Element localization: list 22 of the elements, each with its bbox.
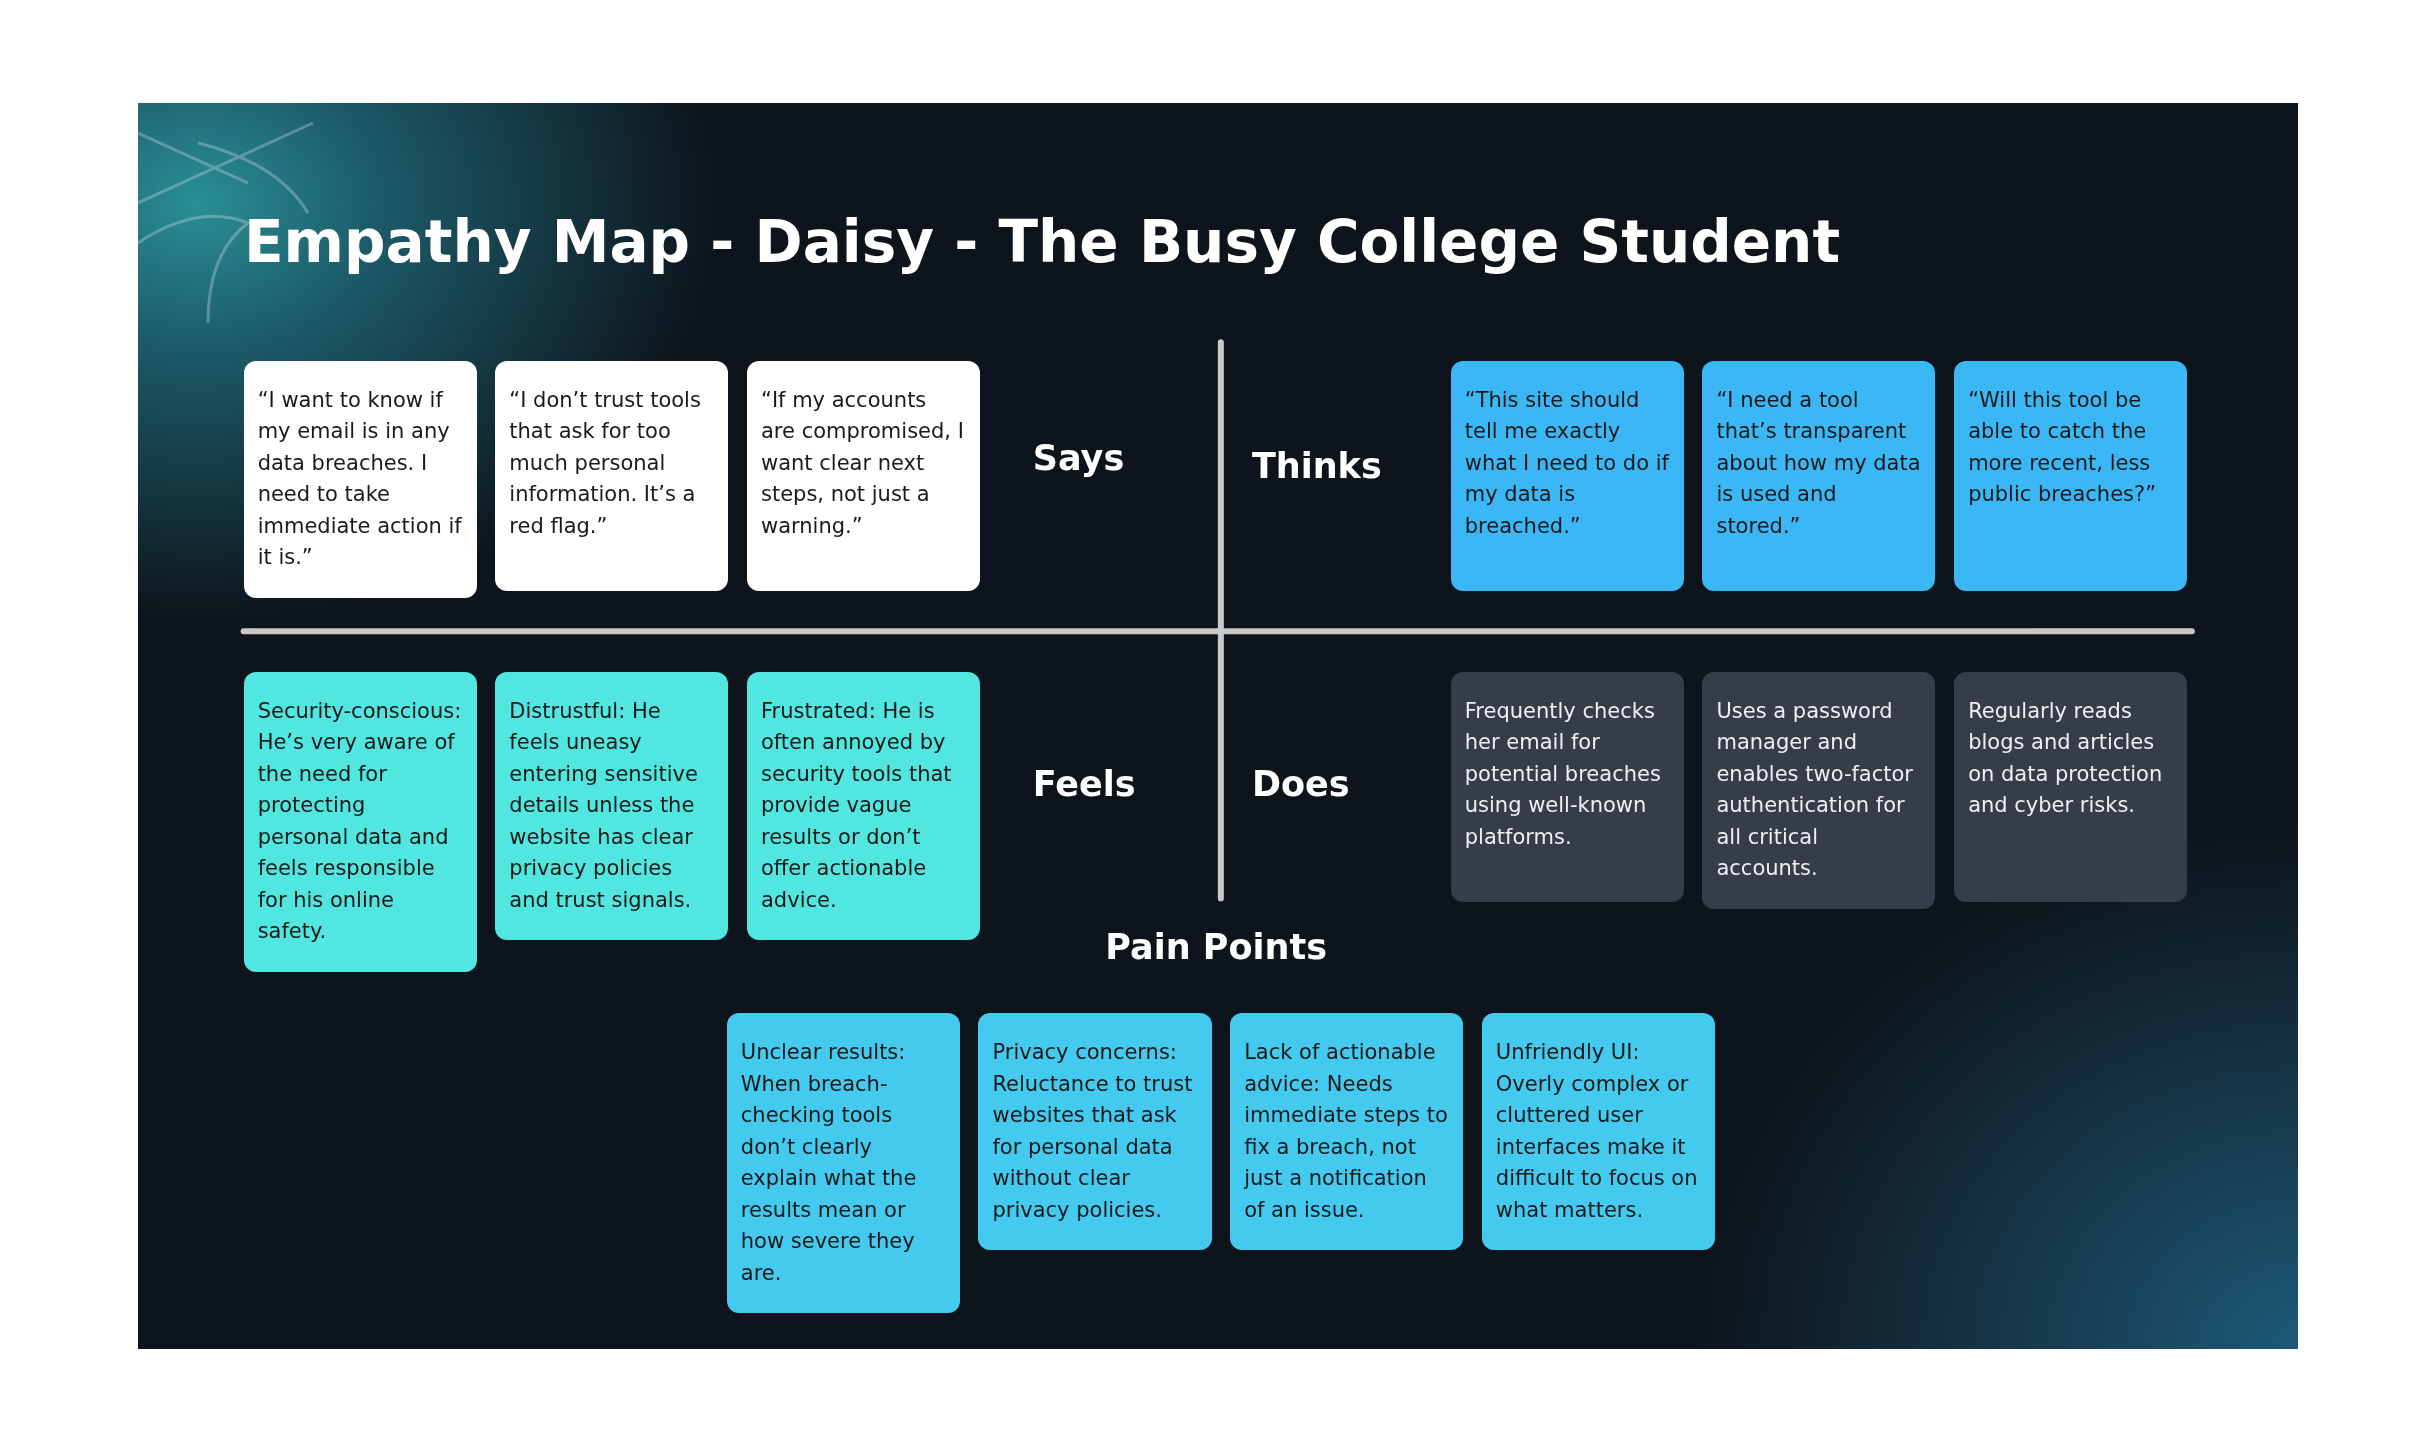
- sticky-note: “This site should tell me exactly what I need to do if my data is breached.”: [1450, 360, 1684, 591]
- sticky-note: “If my accounts are compromised, I want clear next steps, not just a warning.”: [747, 360, 981, 591]
- quadrant-heading: Feels: [1032, 764, 1136, 805]
- sticky-note: Uses a password manager and enables two-factor authentication for all critical accounts.: [1702, 671, 1936, 909]
- sticky-note: “Will this tool be able to catch the more recent, less public breaches?”: [1954, 360, 2188, 591]
- quadrant-heading: Says: [1032, 437, 1125, 478]
- sticky-note: Lack of actionable advice: Needs immediate steps to fix a breach, not just a notification of an issue.: [1230, 1013, 1464, 1251]
- quadrant-heading: Does: [1251, 764, 1350, 805]
- title: Empathy Map - Daisy - The Busy College Student: [244, 208, 1841, 276]
- sticky-note: “I don’t trust tools that ask for too much personal information. It’s a red flag.”: [495, 360, 729, 591]
- sticky-note: “I want to know if my email is in any data breaches. I need to take immediate action if it is.”: [243, 360, 477, 598]
- quadrant-heading: Pain Points: [1105, 927, 1327, 968]
- sticky-note: Privacy concerns: Reluctance to trust websites that ask for personal data without clear privacy policies.: [978, 1013, 1212, 1251]
- sticky-note: Regularly reads blogs and articles on data protection and cyber risks.: [1954, 671, 2188, 902]
- sticky-note: Frustrated: He is often annoyed by security tools that provide vague results or don’t offer actionable advice.: [747, 671, 981, 941]
- quadrant-heading: Thinks: [1251, 445, 1382, 486]
- sticky-note: “I need a tool that’s transparent about how my data is used and stored.”: [1702, 360, 1936, 591]
- sticky-note: Distrustful: He feels uneasy entering sensitive details unless the website has clear privacy policies and trust signals.: [495, 671, 729, 941]
- sticky-note: Security-conscious: He’s very aware of the need for protecting personal data and feels responsible for his online safety.: [243, 671, 477, 972]
- sticky-note: Unclear results: When breach-checking tools don’t clearly explain what the results mean or how severe they are.: [726, 1013, 960, 1314]
- sticky-note: Unfriendly UI: Overly complex or cluttered user interfaces make it difficult to focus on what matters.: [1481, 1013, 1715, 1251]
- sticky-note: Frequently checks her email for potential breaches using well-known platforms.: [1450, 671, 1684, 902]
